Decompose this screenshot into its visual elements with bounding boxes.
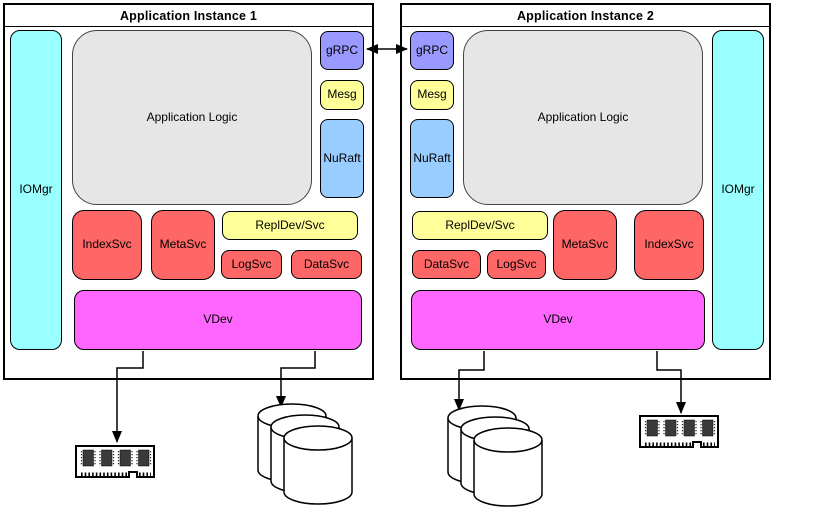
i2-repldevsvc-node: ReplDev/Svc — [412, 211, 548, 240]
db-cylinder-back — [447, 405, 517, 485]
i1-repldevsvc-node: ReplDev/Svc — [222, 211, 358, 240]
i1-indexsvc-node: IndexSvc — [72, 210, 142, 280]
db-cylinder-front — [473, 427, 543, 507]
i2-memory-chip-icon — [639, 415, 719, 448]
i2-nuraft-node: NuRaft — [410, 119, 454, 198]
i2-grpc-node: gRPC — [410, 31, 454, 70]
db-cylinder-back — [257, 403, 327, 483]
app-instance-1-title: Application Instance 1 — [5, 5, 372, 27]
i1-grpc-node: gRPC — [320, 31, 364, 70]
i2-indexsvc-node: IndexSvc — [634, 210, 704, 280]
db-cylinder-middle — [270, 414, 340, 494]
i1-datasvc-node: DataSvc — [291, 250, 362, 279]
i1-metasvc-node: MetaSvc — [151, 210, 215, 280]
db-cylinder-front — [283, 425, 353, 505]
i1-mesg-node: Mesg — [320, 80, 364, 110]
i1-database-stack-icon — [257, 403, 353, 505]
i1-vdev-node: VDev — [74, 290, 362, 350]
i2-application-logic-node: Application Logic — [463, 30, 703, 205]
i1-iomgr-node: IOMgr — [10, 30, 62, 350]
i2-iomgr-node: IOMgr — [712, 30, 764, 350]
i2-mesg-node: Mesg — [410, 80, 454, 110]
i1-application-logic-node: Application Logic — [72, 30, 312, 205]
i1-memory-chip-icon — [75, 445, 155, 478]
i1-logsvc-node: LogSvc — [221, 250, 282, 279]
i2-metasvc-node: MetaSvc — [553, 210, 617, 280]
db-cylinder-middle — [460, 416, 530, 496]
i2-vdev-node: VDev — [411, 290, 705, 350]
i2-datasvc-node: DataSvc — [412, 250, 481, 279]
i1-nuraft-node: NuRaft — [320, 119, 364, 198]
app-instance-2-title: Application Instance 2 — [402, 5, 769, 27]
i2-logsvc-node: LogSvc — [487, 250, 546, 279]
i2-database-stack-icon — [447, 405, 543, 507]
